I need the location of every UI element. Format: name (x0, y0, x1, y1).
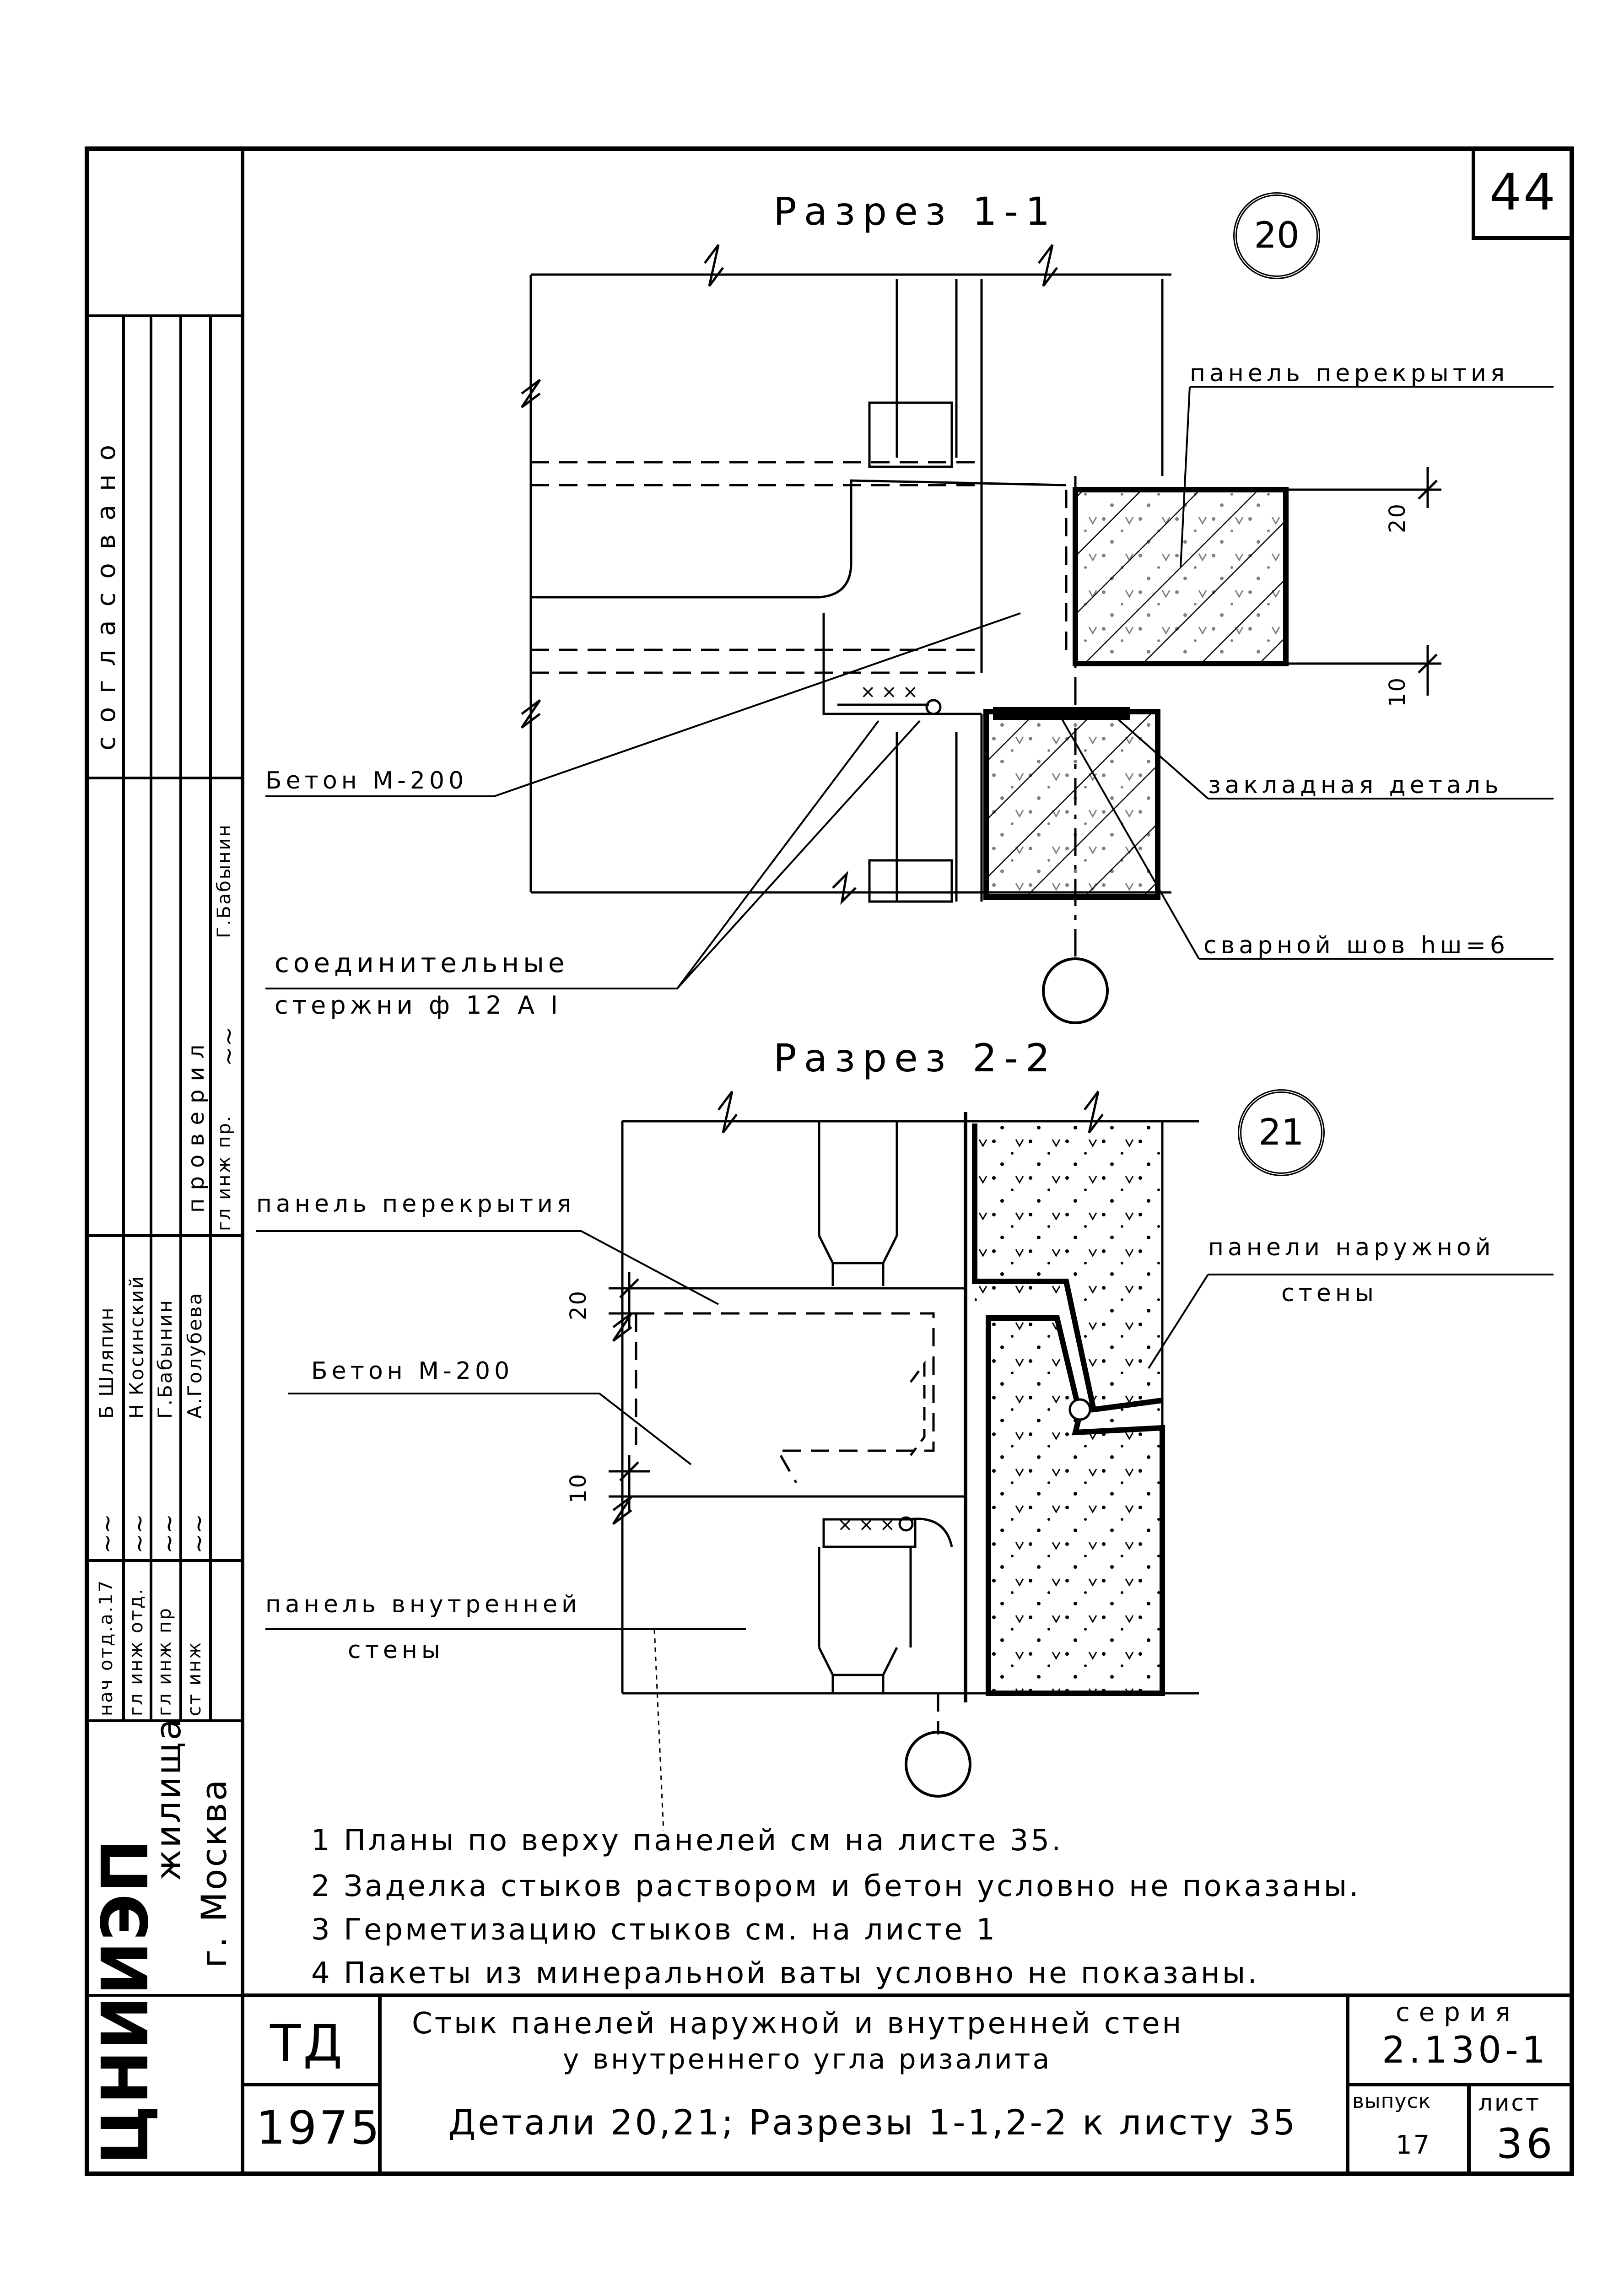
detail-21-dimensions (609, 1272, 650, 1513)
title-block-code: ТД (270, 2014, 345, 2073)
role-chief-eng-project: гл инж пр (154, 1607, 175, 1716)
callout-inner-wall-line1: панель внутренней (265, 1591, 581, 1618)
callout-inner-wall-line2: стены (348, 1637, 444, 1664)
callout-embedded-part: закладная деталь (1208, 772, 1503, 799)
name-2: Н Косинский (125, 1275, 148, 1419)
checked-role: гл инж пр. (214, 1114, 235, 1231)
role-chief-eng-dept: гл инж отд. (126, 1587, 147, 1716)
name-3: Г.Бабынин (154, 1299, 176, 1419)
title-line-3: Детали 20,21; Разрезы 1-1,2-2 к листу 35 (448, 2102, 1298, 2143)
approval-label: согласовано (92, 431, 121, 751)
axis-bubble-1 (1042, 957, 1109, 1024)
title-block-year: 1975 (256, 2101, 382, 2155)
name-4: А.Голубева (183, 1291, 206, 1419)
dimension-20-detail-21: 20 (566, 1289, 591, 1320)
detail-marker-21-label: 21 (1258, 1112, 1304, 1153)
note-2: 2 Заделка стыков раствором и бетон услов… (311, 1869, 1361, 1903)
detail-marker-21: 21 (1238, 1089, 1325, 1176)
sheet-frame (85, 146, 1574, 2176)
callout-floor-panel-21: панель перекрытия (256, 1190, 576, 1218)
institute-subject: жилища (148, 1717, 189, 1881)
dimension-10-detail-20: 10 (1385, 676, 1410, 707)
role-head-of-dept: нач отд.а.17 (96, 1579, 117, 1716)
signature-3: ~~ (156, 1513, 183, 1554)
detail-20-dimensions (1190, 467, 1441, 696)
svg-text:× × ×: × × × (860, 681, 918, 702)
detail-21-outer-panels (972, 1121, 1165, 1696)
signature-4: ~~ (185, 1513, 213, 1554)
checked-label: проверил (183, 1036, 209, 1213)
detail-marker-20: 20 (1233, 192, 1320, 279)
callout-outer-wall-line2: стены (1281, 1280, 1378, 1307)
detail-marker-20-label: 20 (1254, 215, 1300, 256)
series-value: 2.130-1 (1382, 2029, 1549, 2071)
signature-2: ~~ (126, 1513, 153, 1554)
callout-connecting-rods-line2: стержни ф 12 А I (275, 991, 562, 1020)
callout-weld: сварной шов hш=6 (1203, 932, 1510, 959)
title-line-2: у внутреннего угла ризалита (563, 2043, 1052, 2075)
detail-21-leaders (256, 1230, 1554, 1630)
checked-name: Г.Бабынин (214, 823, 235, 938)
detail-20-drawing: × × × (520, 244, 1171, 961)
detail-20-leaders (265, 386, 1554, 989)
institute-city: г. Москва (194, 1777, 234, 1968)
callout-outer-wall-line1: панели наружной (1208, 1234, 1495, 1261)
dimension-20-detail-20: 20 (1385, 502, 1410, 533)
svg-text:× × ×: × × × (837, 1514, 895, 1535)
series-label: серия (1396, 1998, 1520, 2027)
title-line-1: Стык панелей наружной и внутренней стен (412, 2007, 1184, 2041)
sheet-value: 36 (1496, 2120, 1556, 2168)
signature-column (87, 314, 243, 1997)
note-1: 1 Планы по верху панелей см на листе 35. (311, 1824, 1063, 1858)
section-2-2-title: Разрез 2-2 (773, 1036, 1057, 1080)
institute-name: ЦНИИЭП (88, 1838, 163, 2165)
section-1-1-title: Разрез 1-1 (773, 189, 1057, 234)
signature-1: ~~ (94, 1513, 121, 1554)
issue-label: выпуск (1352, 2090, 1431, 2113)
callout-concrete-20: Бетон М-200 (265, 767, 468, 794)
callout-concrete-21: Бетон М-200 (311, 1357, 514, 1385)
checked-signature: ~~ (215, 1026, 243, 1066)
title-block-lines (243, 1993, 1572, 2174)
dimension-10-detail-21: 10 (566, 1472, 591, 1503)
axis-bubble-2 (905, 1731, 971, 1798)
callout-connecting-rods-line1: соединительные (275, 947, 569, 978)
detail-20-panels (983, 487, 1289, 900)
issue-value: 17 (1396, 2130, 1431, 2160)
sheet-number-corner: 44 (1489, 163, 1557, 221)
name-1: Б Шляпин (95, 1306, 118, 1419)
note-4: 4 Пакеты из минеральной ваты условно не … (311, 1956, 1259, 1990)
note-3: 3 Герметизацию стыков см. на листе 1 (311, 1913, 998, 1947)
role-senior-eng: ст инж (184, 1641, 205, 1716)
callout-floor-panel-20: панель перекрытия (1190, 360, 1509, 387)
sheet-label: лист (1478, 2090, 1541, 2116)
